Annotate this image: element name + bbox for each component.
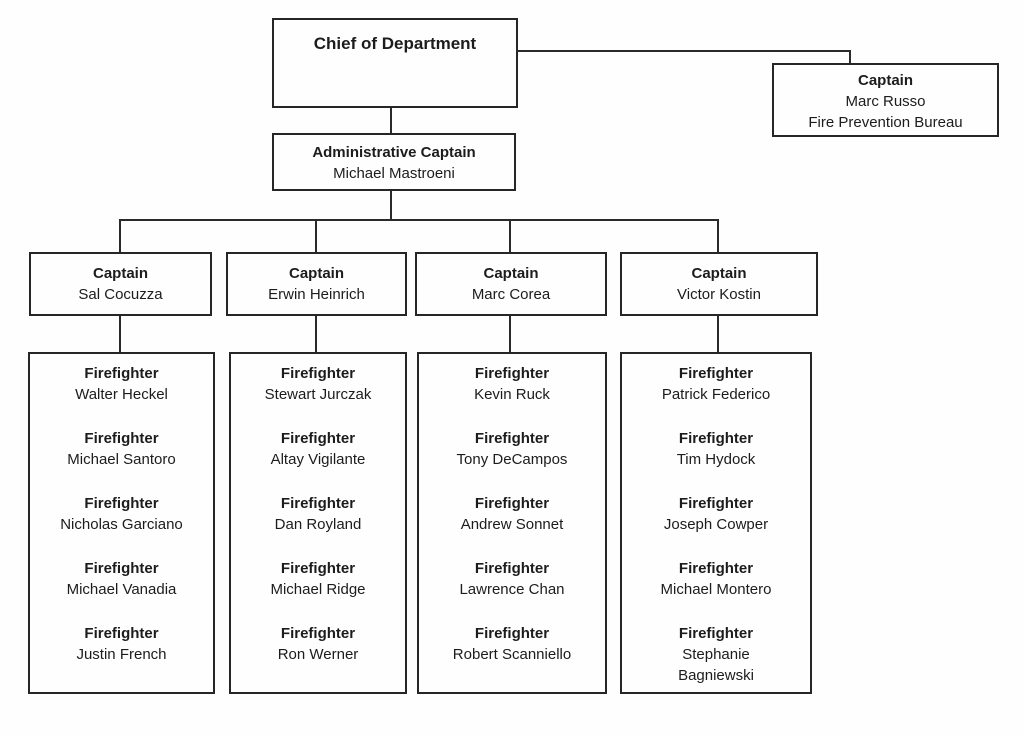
- firefighter-group-1: Firefighter Walter Heckel Firefighter Mi…: [28, 352, 215, 694]
- firefighter-rank: Firefighter: [84, 430, 159, 447]
- administrative-captain-box: Administrative Captain Michael Mastroeni: [272, 133, 516, 191]
- firefighter-name: Altay Vigilante: [270, 451, 366, 468]
- firefighter-entry: Firefighter Justin French: [30, 623, 213, 665]
- connector-captain3-to-group: [509, 316, 511, 352]
- firefighter-name: Justin French: [76, 646, 167, 663]
- firefighter-name: Kevin Ruck: [474, 386, 550, 403]
- firefighter-rank: Firefighter: [84, 625, 159, 642]
- firefighter-entry: Firefighter Kevin Ruck: [419, 363, 605, 405]
- captain-rank: Captain: [288, 265, 344, 282]
- captain-name: Victor Kostin: [677, 286, 761, 303]
- firefighter-rank: Firefighter: [280, 560, 356, 577]
- connector-captain1-to-group: [119, 316, 121, 352]
- firefighter-name: Stephanie Bagniewski: [678, 646, 754, 684]
- captain-name: Sal Cocuzza: [78, 286, 163, 303]
- firefighter-name: Lawrence Chan: [459, 581, 565, 598]
- firefighter-name: Stewart Jurczak: [264, 386, 372, 403]
- firefighter-name: Ron Werner: [277, 646, 359, 663]
- firefighter-name: Andrew Sonnet: [460, 516, 564, 533]
- firefighter-rank: Firefighter: [678, 625, 754, 642]
- admin-name: Michael Mastroeni: [333, 165, 455, 182]
- captain-box-erwin-heinrich: Captain Erwin Heinrich: [226, 252, 407, 316]
- firefighter-name: Tim Hydock: [676, 451, 756, 468]
- connector-drop-captain-2: [315, 219, 317, 252]
- firefighter-name: Robert Scanniello: [452, 646, 572, 663]
- firefighter-entry: Firefighter Tony DeCampos: [419, 428, 605, 470]
- captain-rank: Captain: [92, 265, 148, 282]
- firefighter-entry: Firefighter Andrew Sonnet: [419, 493, 605, 535]
- firefighter-rank: Firefighter: [280, 430, 356, 447]
- firefighter-entry: Firefighter Dan Royland: [231, 493, 405, 535]
- firefighter-entry: Firefighter Stewart Jurczak: [231, 363, 405, 405]
- firefighter-name: Joseph Cowper: [663, 516, 769, 533]
- connector-captain4-to-group: [717, 316, 719, 352]
- firefighter-entry: Firefighter Michael Santoro: [30, 428, 213, 470]
- firefighter-rank: Firefighter: [678, 365, 754, 382]
- firefighter-rank: Firefighter: [84, 495, 159, 512]
- admin-rank: Administrative Captain: [312, 144, 476, 161]
- firefighter-rank: Firefighter: [678, 495, 754, 512]
- firefighter-entry: Firefighter Altay Vigilante: [231, 428, 405, 470]
- firefighter-name: Nicholas Garciano: [60, 516, 183, 533]
- firefighter-rank: Firefighter: [84, 365, 159, 382]
- captain-rank: Captain: [483, 265, 539, 282]
- firefighter-name: Walter Heckel: [75, 386, 168, 403]
- firefighter-entry: Firefighter Michael Montero: [622, 558, 810, 600]
- firefighter-entry: Firefighter Patrick Federico: [622, 363, 810, 405]
- firefighter-group-4: Firefighter Patrick Federico Firefighter…: [620, 352, 812, 694]
- firefighter-rank: Firefighter: [280, 365, 356, 382]
- captain-name: Erwin Heinrich: [268, 286, 365, 303]
- firefighter-rank: Firefighter: [474, 365, 550, 382]
- firefighter-rank: Firefighter: [474, 625, 550, 642]
- firefighter-rank: Firefighter: [678, 560, 754, 577]
- prevention-unit: Fire Prevention Bureau: [808, 114, 963, 131]
- chief-of-department-box: Chief of Department: [272, 18, 518, 108]
- prevention-rank: Captain: [857, 72, 913, 89]
- firefighter-rank: Firefighter: [280, 495, 356, 512]
- firefighter-name: Michael Vanadia: [66, 581, 177, 598]
- firefighter-name: Patrick Federico: [661, 386, 771, 403]
- connector-admin-to-bus: [390, 191, 392, 220]
- firefighter-entry: Firefighter Tim Hydock: [622, 428, 810, 470]
- connector-drop-captain-1: [119, 219, 121, 252]
- connector-chief-to-prevention-vertical: [849, 50, 851, 63]
- firefighter-group-3: Firefighter Kevin Ruck Firefighter Tony …: [417, 352, 607, 694]
- captain-box-marc-corea: Captain Marc Corea: [415, 252, 607, 316]
- connector-drop-captain-3: [509, 219, 511, 252]
- firefighter-rank: Firefighter: [474, 430, 550, 447]
- firefighter-rank: Firefighter: [474, 560, 550, 577]
- firefighter-rank: Firefighter: [280, 625, 356, 642]
- prevention-name: Marc Russo: [845, 93, 926, 110]
- firefighter-name: Michael Montero: [660, 581, 772, 598]
- firefighter-entry: Firefighter Michael Vanadia: [30, 558, 213, 600]
- firefighter-entry: Firefighter Michael Ridge: [231, 558, 405, 600]
- firefighter-name: Michael Santoro: [67, 451, 176, 468]
- firefighter-entry: Firefighter Walter Heckel: [30, 363, 213, 405]
- firefighter-entry: Firefighter Nicholas Garciano: [30, 493, 213, 535]
- firefighter-rank: Firefighter: [474, 495, 550, 512]
- chief-title: Chief of Department: [313, 34, 477, 53]
- firefighter-name: Dan Royland: [274, 516, 362, 533]
- firefighter-group-2: Firefighter Stewart Jurczak Firefighter …: [229, 352, 407, 694]
- fire-prevention-captain-box: Captain Marc Russo Fire Prevention Burea…: [772, 63, 999, 137]
- captain-box-sal-cocuzza: Captain Sal Cocuzza: [29, 252, 212, 316]
- firefighter-entry: Firefighter Joseph Cowper: [622, 493, 810, 535]
- firefighter-name: Tony DeCampos: [456, 451, 568, 468]
- firefighter-rank: Firefighter: [678, 430, 754, 447]
- firefighter-entry: Firefighter Lawrence Chan: [419, 558, 605, 600]
- connector-bus-horizontal: [119, 219, 719, 221]
- connector-chief-to-prevention-horizontal: [516, 50, 851, 52]
- firefighter-entry: Firefighter Robert Scanniello: [419, 623, 605, 665]
- captain-box-victor-kostin: Captain Victor Kostin: [620, 252, 818, 316]
- firefighter-name: Michael Ridge: [270, 581, 366, 598]
- captain-name: Marc Corea: [471, 286, 551, 303]
- firefighter-entry: Firefighter Stephanie Bagniewski: [622, 623, 810, 686]
- connector-captain2-to-group: [315, 316, 317, 352]
- connector-chief-to-admin: [390, 108, 392, 133]
- connector-drop-captain-4: [717, 219, 719, 252]
- captain-rank: Captain: [691, 265, 747, 282]
- firefighter-entry: Firefighter Ron Werner: [231, 623, 405, 665]
- firefighter-rank: Firefighter: [84, 560, 159, 577]
